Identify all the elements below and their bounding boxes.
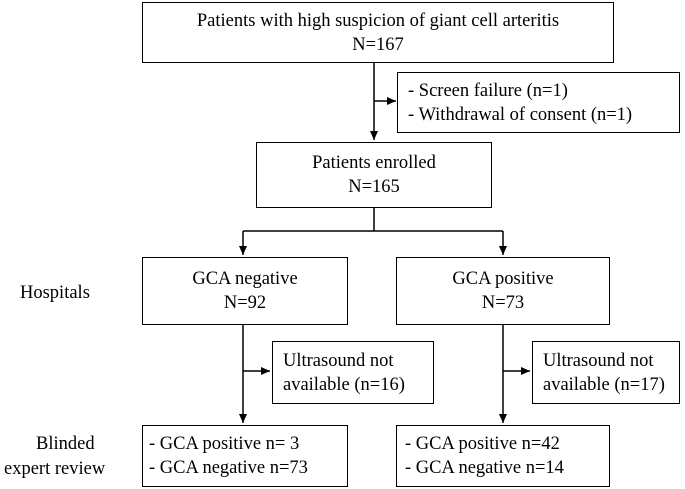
gca-negative-title: GCA negative: [192, 269, 298, 289]
enrolled-title: Patients enrolled: [312, 153, 436, 173]
exclusion-item: - Withdrawal of consent (n=1): [408, 104, 633, 125]
positive-review-item: - GCA positive n=42: [405, 434, 560, 454]
gca-positive-box: GCA positive N=73: [396, 257, 610, 325]
negative-review-item: - GCA positive n= 3: [149, 434, 300, 454]
negative-review-box: - GCA positive n= 3 - GCA negative n=73: [142, 425, 348, 487]
enrolled-count: N=165: [348, 177, 400, 197]
negative-exclusion-line2: available (n=16): [283, 374, 405, 395]
negative-exclusion-line1: Ultrasound not: [283, 350, 394, 371]
screened-patients-box: Patients with high suspicion of giant ce…: [142, 2, 614, 63]
positive-review-box: - GCA positive n=42 - GCA negative n=14: [396, 425, 610, 487]
enrolled-box: Patients enrolled N=165: [256, 142, 492, 208]
screened-patients-title: Patients with high suspicion of giant ce…: [196, 10, 560, 31]
blinded-review-label-line1: Blinded: [36, 434, 95, 454]
positive-exclusion-line1: Ultrasound not: [543, 350, 654, 371]
negative-review-item: - GCA negative n=73: [149, 458, 308, 478]
gca-positive-count: N=73: [481, 293, 525, 313]
gca-negative-count: N=92: [223, 293, 267, 313]
gca-positive-title: GCA positive: [452, 269, 554, 289]
negative-ultrasound-exclusion-box: Ultrasound not available (n=16): [272, 341, 434, 404]
exclusion-box: - Screen failure (n=1) - Withdrawal of c…: [397, 72, 680, 133]
gca-negative-box: GCA negative N=92: [142, 257, 348, 325]
blinded-review-label-line2: expert review: [4, 459, 106, 479]
positive-ultrasound-exclusion-box: Ultrasound not available (n=17): [532, 341, 680, 404]
exclusion-item: - Screen failure (n=1): [408, 80, 568, 101]
positive-exclusion-line2: available (n=17): [543, 374, 665, 395]
positive-review-item: - GCA negative n=14: [405, 458, 564, 478]
hospitals-label: Hospitals: [20, 283, 90, 303]
screened-patients-count: N=167: [352, 34, 404, 55]
